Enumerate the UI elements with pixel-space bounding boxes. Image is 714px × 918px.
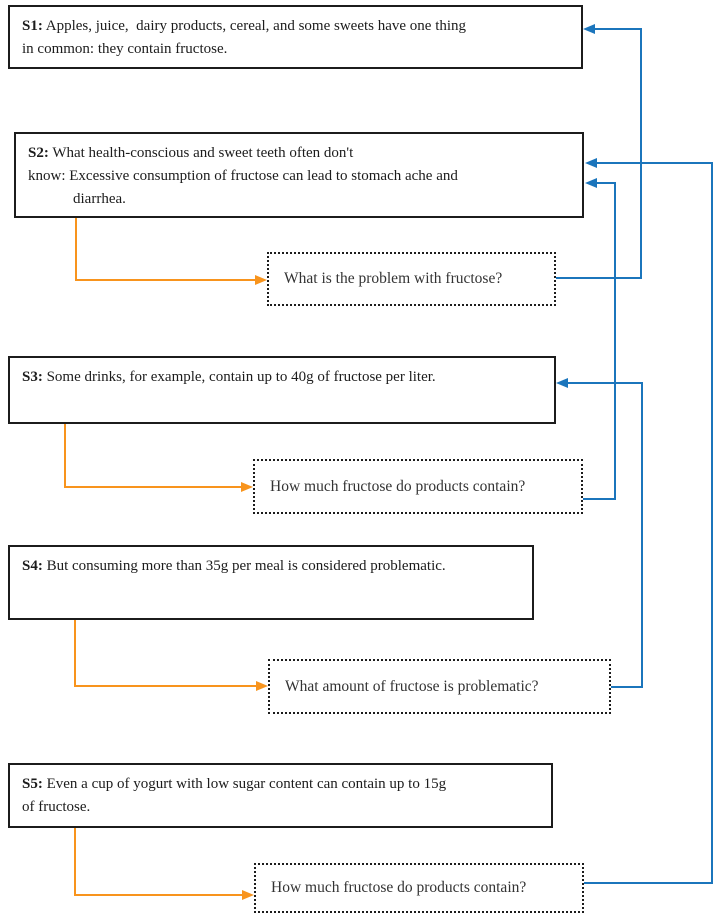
sentence-label: S1: <box>22 18 43 34</box>
sentence-box-s2: S2: What health-conscious and sweet teet… <box>14 132 584 218</box>
sentence-text: Even a cup of yogurt with low sugar cont… <box>42 776 447 792</box>
connector-segment <box>641 382 643 688</box>
question-text: What is the problem with fructose? <box>284 270 503 287</box>
arrowhead-right-icon <box>256 681 268 691</box>
connector-segment <box>74 894 244 896</box>
arrowhead-left-icon <box>585 158 597 168</box>
sentence-line: S4: But consuming more than 35g per meal… <box>22 555 520 578</box>
arrowhead-right-icon <box>242 890 254 900</box>
question-text: How much fructose do products contain? <box>270 477 526 495</box>
sentence-line: in common: they contain fructose. <box>22 41 228 57</box>
connector-segment <box>555 277 642 279</box>
sentence-box-s4: S4: But consuming more than 35g per meal… <box>8 545 534 620</box>
arrowhead-right-icon <box>241 482 253 492</box>
connector-segment <box>75 279 256 281</box>
sentence-label: S4: <box>22 558 43 574</box>
question-box-3: What amount of fructose is problematic? <box>268 659 611 714</box>
connector-segment <box>75 218 77 281</box>
sentence-label: S2: <box>28 145 49 161</box>
question-text: How much fructose do products contain? <box>271 879 527 896</box>
sentence-text: Some drinks, for example, contain up to … <box>42 369 436 385</box>
connector-segment <box>64 424 66 488</box>
sentence-line: S3: Some drinks, for example, contain up… <box>22 366 542 389</box>
connector-segment <box>592 28 642 30</box>
sentence-box-s3: S3: Some drinks, for example, contain up… <box>8 356 556 424</box>
connector-segment <box>711 162 713 884</box>
sentence-label: S5: <box>22 776 43 792</box>
sentence-text: What health-conscious and sweet teeth of… <box>48 145 354 161</box>
connector-segment <box>566 382 643 384</box>
connector-segment <box>64 486 242 488</box>
connector-segment <box>614 182 616 500</box>
arrowhead-left-icon <box>556 378 568 388</box>
sentence-line: know: Excessive consumption of fructose … <box>28 168 458 184</box>
arrowhead-left-icon <box>583 24 595 34</box>
arrowhead-right-icon <box>255 275 267 285</box>
connector-segment <box>583 882 713 884</box>
connector-segment <box>74 685 258 687</box>
connector-segment <box>582 498 616 500</box>
question-box-1: What is the problem with fructose? <box>267 252 556 306</box>
connector-segment <box>74 620 76 687</box>
connector-segment <box>74 828 76 896</box>
connector-segment <box>594 182 616 184</box>
question-box-2: How much fructose do products contain? <box>253 459 583 514</box>
sentence-line: of fructose. <box>22 799 91 815</box>
sentence-line: S5: Even a cup of yogurt with low sugar … <box>22 773 539 796</box>
sentence-label: S3: <box>22 369 43 385</box>
connector-segment <box>610 686 643 688</box>
sentence-text: But consuming more than 35g per meal is … <box>42 558 446 574</box>
connector-segment <box>640 28 642 279</box>
sentence-box-s1: S1: Apples, juice, dairy products, cerea… <box>8 5 583 69</box>
sentence-line: S2: What health-conscious and sweet teet… <box>28 142 570 165</box>
sentence-box-s5: S5: Even a cup of yogurt with low sugar … <box>8 763 553 828</box>
sentence-text: Apples, juice, dairy products, cereal, a… <box>42 18 467 34</box>
question-box-4: How much fructose do products contain? <box>254 863 584 913</box>
question-text: What amount of fructose is problematic? <box>285 677 539 695</box>
sentence-line: diarrhea. <box>28 191 126 207</box>
connector-segment <box>594 162 713 164</box>
sentence-line: S1: Apples, juice, dairy products, cerea… <box>22 15 569 38</box>
arrowhead-left-icon <box>585 178 597 188</box>
